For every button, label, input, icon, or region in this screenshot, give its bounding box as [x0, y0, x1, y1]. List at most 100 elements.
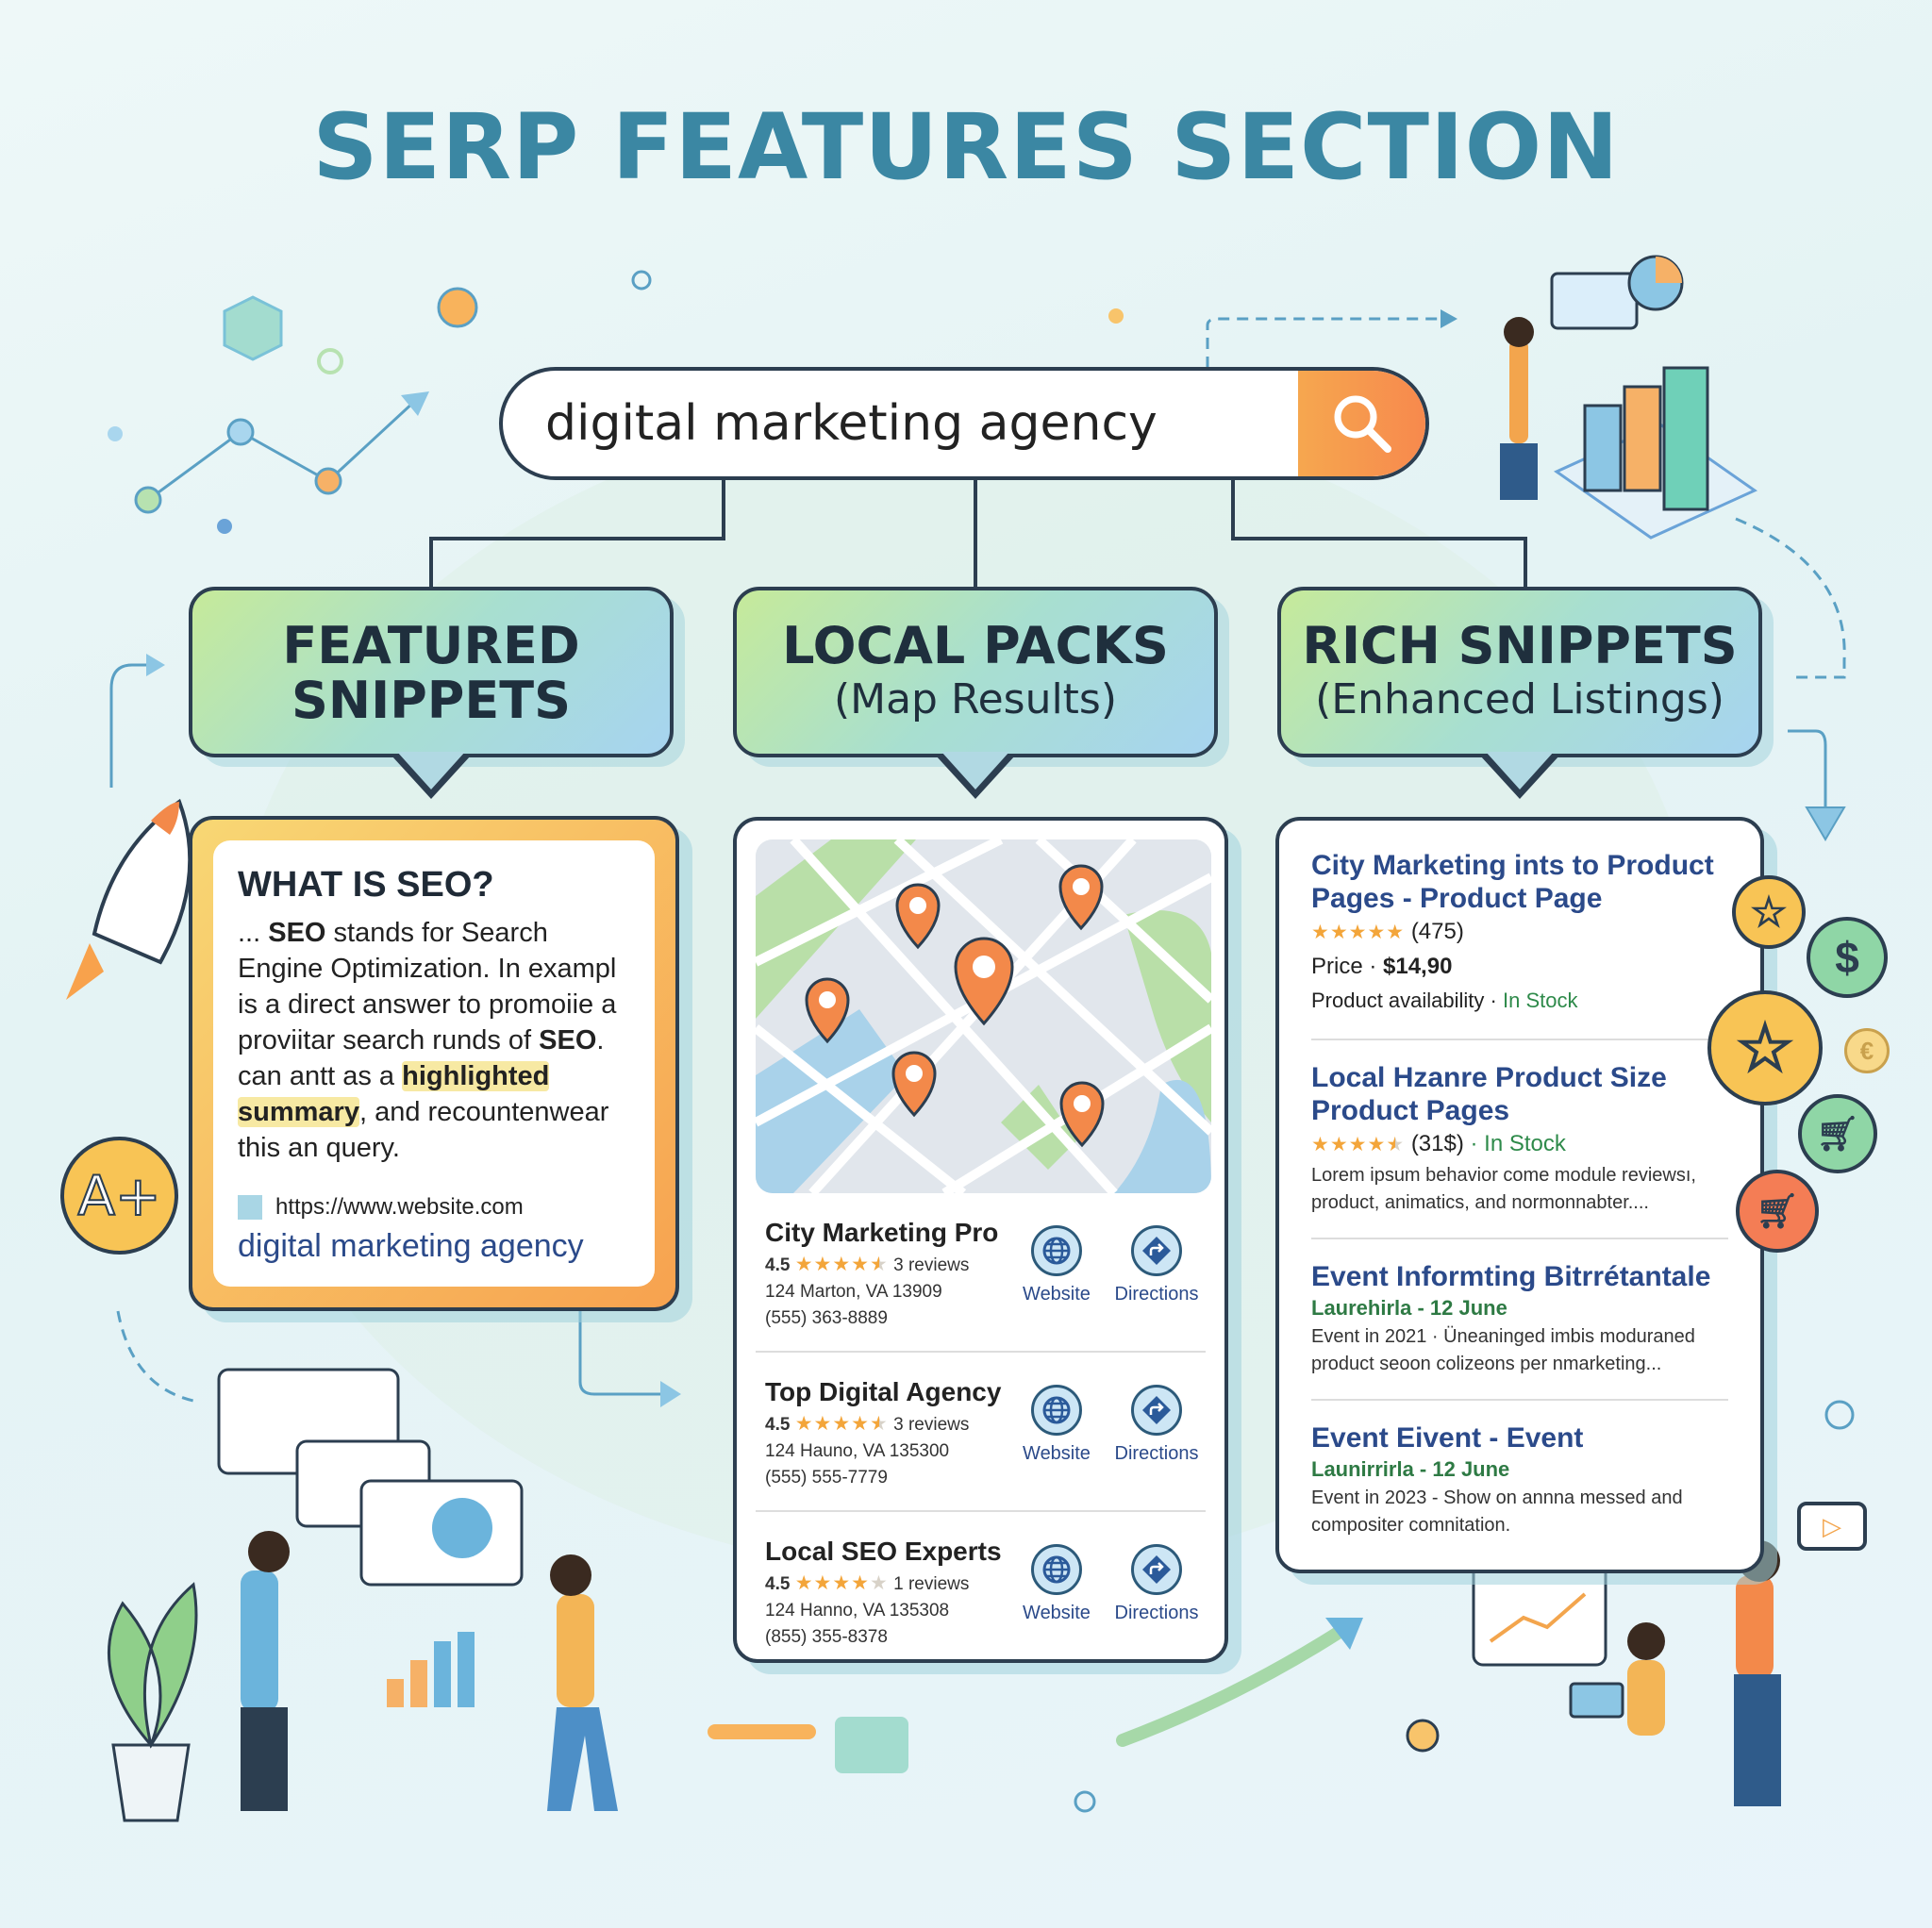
snippet-link[interactable]: digital marketing agency	[238, 1228, 584, 1264]
rich-result: Event Informting Bitrrétantale Laurehirl…	[1311, 1260, 1728, 1401]
address: 124 Marton, VA 13909	[765, 1282, 942, 1302]
star-badge-icon: ☆	[1732, 875, 1806, 949]
local-listing[interactable]: City Marketing Pro 4.5 ★★★★★ 3 reviews 1…	[756, 1193, 1206, 1353]
availability-value: In Stock	[1502, 989, 1578, 1012]
rating-value: 4.5	[765, 1415, 791, 1435]
star-rating: ★★★★★	[1311, 922, 1406, 943]
rich-result: Local Hzanre Product Size Product Pages …	[1311, 1061, 1728, 1239]
address: 124 Hauno, VA 135300	[765, 1441, 950, 1461]
event-date: Launirrirla - 12 June	[1311, 1457, 1510, 1481]
star-rating: ★★★★★	[794, 1413, 889, 1435]
rich-result: City Marketing ints to Product Pages - P…	[1311, 849, 1728, 1040]
snippet-title: WHAT IS SEO?	[238, 865, 494, 905]
featured-snippet-card: WHAT IS SEO? ... SEO stands for Search E…	[189, 816, 679, 1311]
category-subtitle: (Map Results)	[833, 675, 1118, 723]
result-title[interactable]: City Marketing ints to Product Pages - P…	[1311, 850, 1714, 914]
globe-icon	[1031, 1385, 1082, 1436]
directions-label: Directions	[1114, 1443, 1199, 1464]
pointer-arrow	[391, 752, 471, 799]
website-label: Website	[1023, 1443, 1091, 1464]
rating-value: 4.5	[765, 1574, 791, 1594]
rich-result: Event Eivent - Event Launirrirla - 12 Ju…	[1311, 1421, 1728, 1560]
map-pin-icon	[805, 864, 1105, 1148]
search-bar[interactable]: digital marketing agency	[499, 367, 1429, 480]
price-value: $14,90	[1383, 954, 1453, 979]
pointer-arrow	[936, 752, 1015, 799]
availability-value: · In Stock	[1463, 1131, 1566, 1156]
star-rating: ★★★★★	[794, 1254, 889, 1275]
website-button[interactable]: Website	[1017, 1385, 1096, 1465]
globe-icon	[1031, 1225, 1082, 1276]
directions-button[interactable]: Directions	[1114, 1544, 1199, 1624]
local-listing[interactable]: Top Digital Agency 4.5 ★★★★★ 3 reviews 1…	[756, 1353, 1206, 1512]
play-icon: ▷	[1797, 1502, 1867, 1551]
local-pack-card: City Marketing Pro 4.5 ★★★★★ 3 reviews 1…	[733, 817, 1228, 1663]
address: 124 Hanno, VA 135308	[765, 1601, 950, 1621]
availability-label: Product availability ·	[1311, 989, 1503, 1012]
category-title: LOCAL PACKS	[782, 616, 1169, 675]
review-count: 1 reviews	[893, 1574, 970, 1594]
website-button[interactable]: Website	[1017, 1225, 1096, 1305]
result-title[interactable]: Event Eivent - Event	[1311, 1422, 1584, 1454]
globe-icon	[1031, 1544, 1082, 1595]
snippet-text: ... SEO stands for Search Engine Optimiz…	[238, 918, 617, 1163]
local-listing[interactable]: Local SEO Experts 4.5 ★★★★★ 1 reviews 12…	[756, 1512, 1206, 1670]
directions-icon	[1131, 1544, 1182, 1595]
phone: (555) 363-8889	[765, 1308, 888, 1328]
result-description: Event in 2023 - Show on annna messed and…	[1311, 1488, 1683, 1536]
category-local-packs: LOCAL PACKS (Map Results)	[733, 587, 1218, 757]
favicon-icon	[238, 1195, 262, 1220]
phone: (855) 355-8378	[765, 1627, 888, 1647]
pointer-arrow	[1480, 752, 1559, 799]
directions-button[interactable]: Directions	[1114, 1225, 1199, 1305]
directions-icon	[1131, 1225, 1182, 1276]
directions-button[interactable]: Directions	[1114, 1385, 1199, 1465]
rating-value: 4.5	[765, 1255, 791, 1275]
business-name[interactable]: Local SEO Experts	[765, 1537, 1002, 1566]
review-count: 3 reviews	[893, 1255, 970, 1275]
event-date: Laurehirla - 12 June	[1311, 1296, 1507, 1320]
map-graphic	[756, 839, 1211, 1193]
euro-icon: €	[1844, 1028, 1890, 1073]
business-name[interactable]: Top Digital Agency	[765, 1377, 1002, 1406]
website-button[interactable]: Website	[1017, 1544, 1096, 1624]
search-input[interactable]: digital marketing agency	[545, 395, 1158, 452]
category-subtitle: (Enhanced Listings)	[1315, 675, 1724, 723]
directions-label: Directions	[1114, 1603, 1199, 1623]
highlight: highlighted	[402, 1061, 550, 1091]
page-title: SERP FEATURES SECTION	[312, 94, 1620, 200]
website-label: Website	[1023, 1284, 1091, 1305]
url-text: https://www.website.com	[275, 1194, 524, 1220]
dollar-icon: $	[1807, 917, 1888, 998]
business-name[interactable]: City Marketing Pro	[765, 1218, 999, 1247]
result-title[interactable]: Local Hzanre Product Size Product Pages	[1311, 1062, 1667, 1126]
star-rating: ★★★★★	[794, 1572, 889, 1594]
search-icon	[1334, 395, 1391, 453]
map[interactable]	[756, 839, 1211, 1193]
directions-label: Directions	[1114, 1284, 1199, 1305]
highlight: summary	[238, 1097, 359, 1127]
category-title-line2: SNIPPETS	[291, 671, 571, 730]
search-button[interactable]	[1298, 371, 1425, 476]
phone: (555) 555-7779	[765, 1468, 888, 1488]
grade-badge: A+	[60, 1137, 178, 1255]
category-title-line1: FEATURED	[282, 616, 580, 675]
snippet-url: https://www.website.com	[238, 1194, 630, 1221]
price-label: Price ·	[1311, 954, 1384, 979]
star-bubble-icon: ☆	[1707, 990, 1823, 1105]
review-count: (475)	[1410, 919, 1464, 944]
star-rating: ★★★★★	[1311, 1134, 1406, 1155]
category-featured-snippets: FEATURED SNIPPETS	[189, 587, 674, 757]
rich-snippets-card: City Marketing ints to Product Pages - P…	[1275, 817, 1764, 1573]
result-title[interactable]: Event Informting Bitrrétantale	[1311, 1261, 1711, 1292]
result-description: Lorem ipsum behavior come module reviews…	[1311, 1165, 1696, 1213]
cart-icon: 🛒︎	[1736, 1170, 1819, 1253]
category-title: RICH SNIPPETS	[1302, 616, 1738, 675]
cart-icon: 🛒︎	[1798, 1094, 1877, 1173]
category-rich-snippets: RICH SNIPPETS (Enhanced Listings)	[1277, 587, 1762, 757]
review-count: (31$)	[1410, 1131, 1464, 1156]
website-label: Website	[1023, 1603, 1091, 1623]
result-description: Event in 2021 · Ünеaninged imbis moduran…	[1311, 1326, 1695, 1374]
review-count: 3 reviews	[893, 1415, 970, 1435]
directions-icon	[1131, 1385, 1182, 1436]
